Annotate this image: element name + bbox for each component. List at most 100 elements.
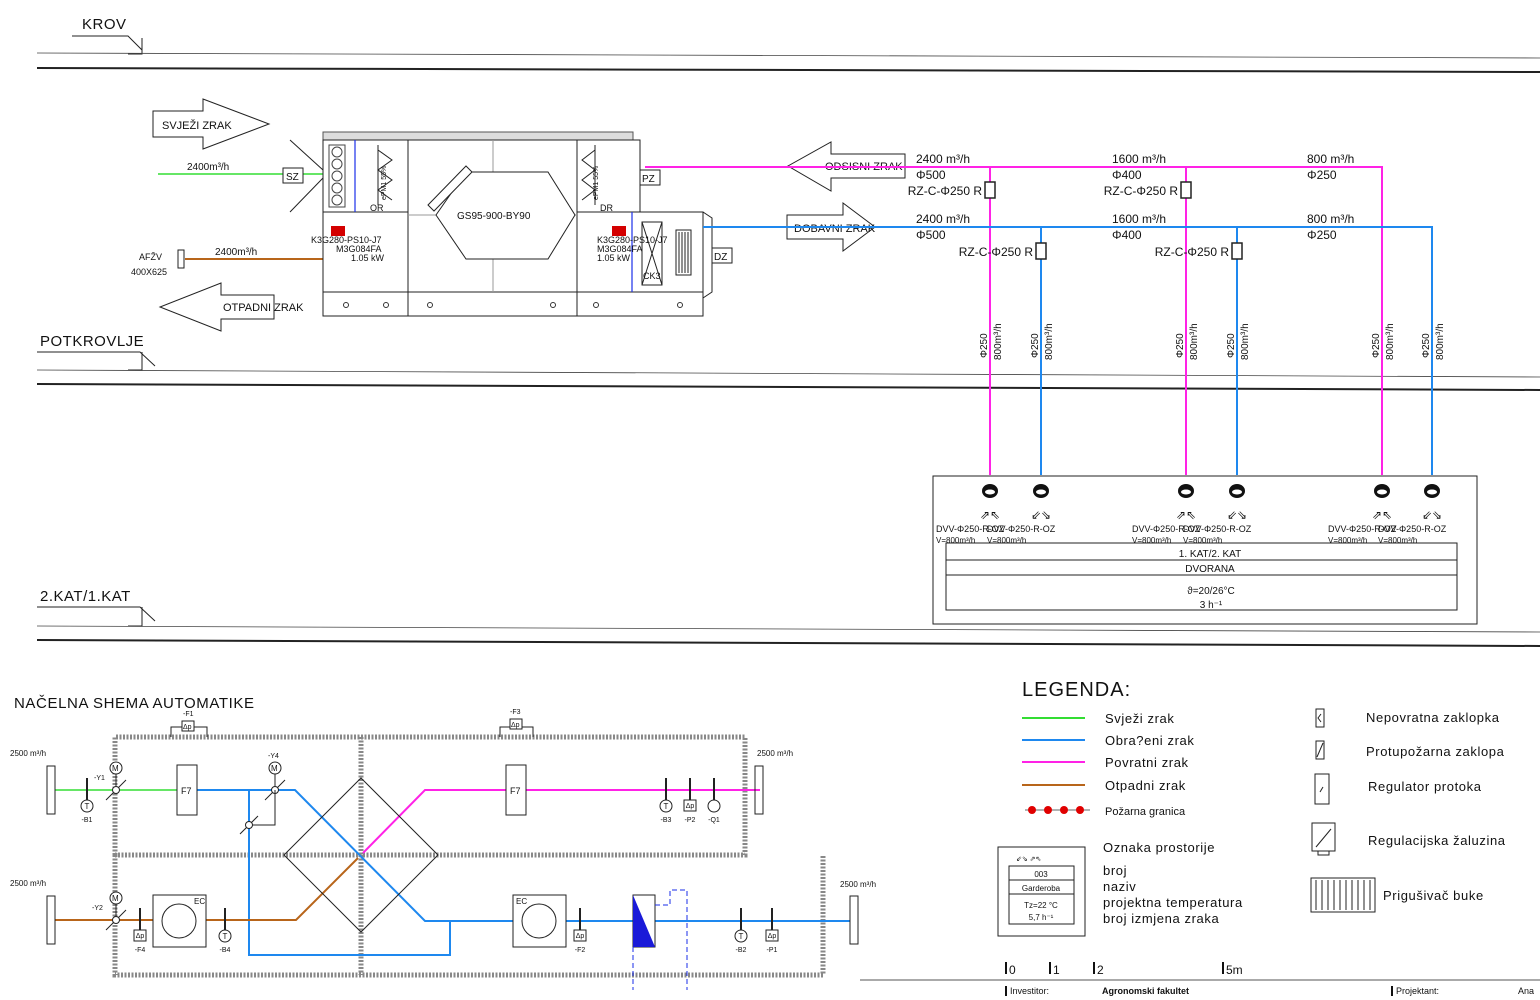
diffuser-icon-inner: [985, 489, 995, 495]
supply-duct-diameter: Φ400: [1112, 228, 1142, 242]
room-tag-field-name: naziv: [1103, 879, 1136, 894]
scale-bar: 0 1 2 5m: [1005, 962, 1243, 977]
legend-line-label: Otpadni zrak: [1105, 778, 1186, 793]
discharge-grille-label: AFŽV: [139, 252, 162, 262]
fan-left-power: 1.05 kW: [351, 253, 385, 263]
room-tag-temp: Tz=22 °C: [1024, 901, 1058, 910]
fire-damper-label: RZ-C-Φ250 R: [908, 184, 983, 198]
riser-diameter: Φ250: [979, 333, 990, 358]
scale-5: 5m: [1226, 963, 1243, 977]
supply-duct-diameter: Φ250: [1307, 228, 1337, 242]
fan-controller-right: [612, 226, 626, 236]
legend-symbol-louver: Regulacijska žaluzina: [1368, 833, 1506, 848]
ahu-pz: PZ: [642, 174, 655, 185]
supply-duct-flow: 800 m³/h: [1307, 212, 1354, 226]
diffuser-icon-inner: [1036, 489, 1046, 495]
fire-damper-icon: [1180, 181, 1192, 199]
diffusers: ⇗⇖DVV-Φ250-R-OZV=800m³/h⇙⇘DVV-Φ250-R-OZV…: [936, 484, 1447, 545]
diffuser-flow: V=800m³/h: [1378, 536, 1417, 545]
riser-flow: 800m³/h: [1044, 323, 1055, 360]
airflow-arrows-icon: ⇙⇘: [1227, 508, 1247, 522]
arrow-fresh-air: SVJEŽI ZRAK: [152, 98, 271, 150]
riser-flow: 800m³/h: [1385, 323, 1396, 360]
diffuser-flow: V=800m³/h: [1183, 536, 1222, 545]
diffuser-flow: V=800m³/h: [1328, 536, 1367, 545]
temperature-sensor-symbol: T: [664, 802, 669, 811]
legend-fire-dot: [1060, 806, 1068, 814]
filter-return-label: F7: [510, 786, 521, 796]
temperature-sensor-symbol: T: [739, 932, 744, 941]
legend-line-label: Svježi zrak: [1105, 711, 1174, 726]
scale-2: 2: [1097, 963, 1104, 977]
level-roof: KROV: [36, 16, 1540, 73]
scale-0: 0: [1009, 963, 1016, 977]
motor-y1-label: M: [112, 764, 119, 773]
fan-controller-left: [331, 226, 345, 236]
intake-tag: SZ: [286, 172, 299, 183]
pressure-sensor-icon: [765, 929, 779, 942]
room-box: 1. KAT/2. KAT DVORANA ϑ=20/26°C 3 h⁻¹: [932, 475, 1478, 625]
riser-diameter: Φ250: [1371, 333, 1382, 358]
diffuser-flow: V=800m³/h: [987, 536, 1026, 545]
airflow-arrows-icon: ⇗⇖: [1176, 508, 1196, 522]
arrow-supply-air-label: DOBAVNI ZRAK: [794, 223, 876, 235]
intake-tag-box: [282, 167, 304, 184]
diffuser-flow: V=800m³/h: [936, 536, 975, 545]
flow-fresh: 2500 m³/h: [10, 749, 46, 758]
level-label-attic: POTKROVLJE: [40, 333, 144, 350]
ahu-filter-right: ePM1 55%: [593, 166, 600, 200]
riser-flow: 800m³/h: [993, 323, 1004, 360]
pressure-sensor-icon: [683, 799, 697, 812]
diffuser-flow: V=800m³/h: [1132, 536, 1171, 545]
designer: Ana: [1518, 986, 1534, 996]
filter-fresh-label: F7: [181, 786, 192, 796]
fire-damper-label: RZ-C-Φ250 R: [1104, 184, 1179, 198]
fire-damper-label: RZ-C-Φ250 R: [1155, 245, 1230, 259]
title-block: Investitor: Agronomski fakultet Projekta…: [1005, 986, 1534, 996]
room-tag-name: Garderoba: [1022, 884, 1061, 893]
legend-fire-dot: [1044, 806, 1052, 814]
room-tag-number: 003: [1034, 870, 1048, 879]
riser-flow: 800m³/h: [1240, 323, 1251, 360]
extract-duct-flow: 800 m³/h: [1307, 152, 1354, 166]
flow-return: 2500 m³/h: [757, 749, 793, 758]
automation-heat-exchanger: [283, 777, 439, 933]
airflow-arrows-icon: ⇙⇘: [1031, 508, 1051, 522]
temperature-sensor-icon: [218, 929, 232, 943]
temperature-sensor-icon: [659, 799, 673, 813]
riser-diameter: Φ250: [1421, 333, 1432, 358]
room-tag-field-temp: projektna temperatura: [1103, 895, 1243, 910]
sensor-tag: -P2: [685, 817, 696, 824]
level-floors: 2.KAT/1.KAT: [36, 588, 1540, 647]
dp-f3-symbol: Δp: [511, 722, 520, 729]
fire-damper-icon: [1035, 242, 1047, 260]
room-tag-arrows: ⇙⇘ ⇗⇖: [1016, 856, 1042, 863]
airflow-arrows-icon: ⇗⇖: [980, 508, 1000, 522]
sensor-tag: -B4: [220, 947, 231, 954]
riser-diameter: Φ250: [1175, 333, 1186, 358]
intake-flow: 2400m³/h: [187, 162, 229, 173]
temperature-sensor-icon: [734, 929, 748, 943]
diffuser-icon-inner: [1181, 489, 1191, 495]
legend-symbol-fire-damper: Protupožarna zaklopa: [1366, 744, 1505, 759]
supply-duct-flow: 2400 m³/h: [916, 212, 970, 226]
pressure-sensor-symbol: Δp: [686, 803, 695, 810]
legend-symbol-check-damper: Nepovratna zaklopka: [1366, 710, 1500, 725]
designer-label: Projektant:: [1396, 986, 1439, 996]
diffuser-type: DVV-Φ250-R-OZ: [1378, 524, 1447, 534]
room-floor: 1. KAT/2. KAT: [1179, 549, 1241, 560]
pressure-sensor-icon: [573, 929, 587, 942]
diffuser-icon-inner: [1232, 489, 1242, 495]
ahu-filter-left: ePM1 55%: [381, 166, 388, 200]
ahu-or: OR: [370, 203, 384, 213]
temperature-sensor-icon: [80, 799, 94, 813]
legend-line-label: Požarna granica: [1105, 806, 1186, 818]
legend-line-label: Obra?eni zrak: [1105, 733, 1194, 748]
level-label-roof: KROV: [82, 16, 127, 33]
room-ach: 3 h⁻¹: [1200, 600, 1223, 611]
motor-y4-label: M: [271, 764, 278, 773]
tag-f3: -F3: [510, 709, 521, 716]
legend-line-label: Povratni zrak: [1105, 755, 1189, 770]
